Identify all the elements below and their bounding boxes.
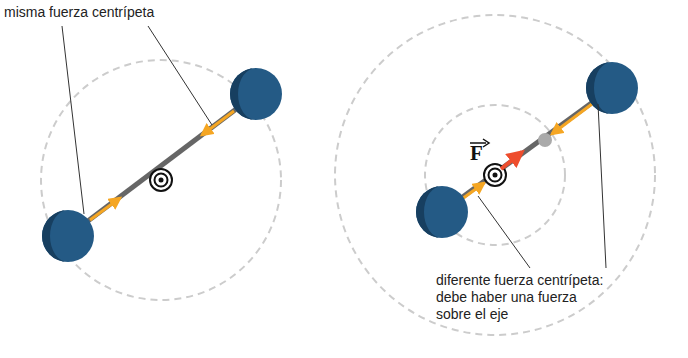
leader-line <box>598 104 606 268</box>
center-of-mass <box>538 133 552 147</box>
note-label: diferente fuerza centrípeta: debe haber … <box>436 272 614 323</box>
force-label: F <box>470 145 483 162</box>
orbit-circle <box>335 15 655 335</box>
force-arrow <box>552 104 592 134</box>
leader-line <box>62 26 84 214</box>
vector-arrow <box>483 139 489 147</box>
ball <box>586 62 638 114</box>
rod <box>68 94 256 236</box>
note-label: misma fuerza centrípeta <box>4 4 154 21</box>
force-arrow <box>202 111 234 135</box>
vector-arrow <box>470 142 486 144</box>
pivot-symbol <box>150 169 172 191</box>
ball <box>42 210 94 262</box>
rod <box>442 88 612 212</box>
orbit-circle <box>41 60 281 300</box>
leader-line <box>478 196 530 268</box>
force-arrow <box>501 152 522 169</box>
force-arrow <box>90 198 120 220</box>
ball <box>230 68 282 120</box>
ball <box>416 186 468 238</box>
leader-line <box>148 26 212 125</box>
force-arrow <box>462 183 484 199</box>
